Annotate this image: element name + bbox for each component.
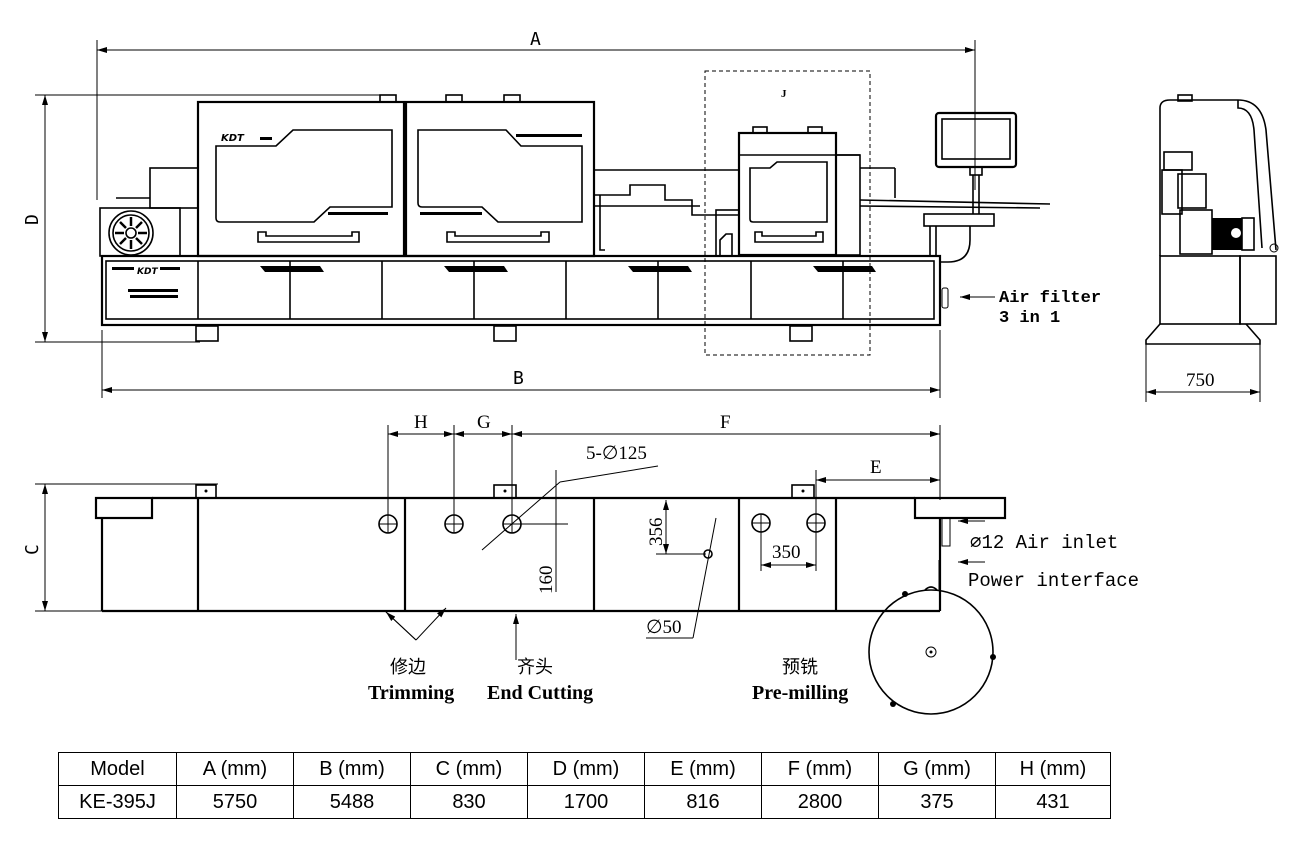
dimension-b: B	[101, 330, 941, 398]
dimension-a: A	[96, 29, 976, 200]
power-interface-label: Power interface	[968, 570, 1139, 592]
table-header-row: Model A (mm) B (mm) C (mm) D (mm) E (mm)…	[58, 752, 1111, 786]
table-header-cell: A (mm)	[176, 752, 294, 786]
table-cell-g: 375	[878, 785, 996, 819]
station-pre-milling-cn: 预铣	[782, 657, 818, 678]
station-pre-milling: 预铣 Pre-milling	[752, 657, 848, 704]
machine-base: KDT	[100, 254, 942, 342]
table-header-cell: D (mm)	[527, 752, 645, 786]
small-port-offset-label: 356	[646, 518, 667, 547]
table-cell-d: 1700	[527, 785, 645, 819]
edge-band-reel	[868, 560, 996, 715]
air-inlet-icon	[941, 517, 951, 547]
table-cell-a: 5750	[176, 785, 294, 819]
table-cell-b: 5488	[293, 785, 411, 819]
dimension-g-label: G	[477, 412, 491, 433]
housing-logo: KDT	[221, 133, 245, 144]
dimension-f-label: F	[720, 412, 731, 433]
station-trimming-cn: 修边	[390, 657, 426, 678]
dust-ports	[378, 470, 826, 571]
dust-port	[444, 514, 464, 534]
table-row: KE-395J 5750 5488 830 1700 816 2800 375 …	[58, 785, 1111, 819]
section-j-label: J	[781, 88, 787, 100]
port-offset-label: 160	[536, 566, 557, 595]
air-filter-icon	[941, 287, 949, 309]
table-cell-e: 816	[644, 785, 762, 819]
middle-section	[594, 169, 740, 251]
air-inlet-label: ∅12 Air inlet	[970, 532, 1118, 554]
motor-fan	[99, 167, 199, 257]
dimension-c-label: C	[22, 544, 43, 555]
dimension-e-label: E	[870, 457, 882, 478]
station-trimming: 修边 Trimming	[368, 657, 454, 704]
station-end-cutting-en: End Cutting	[487, 682, 593, 704]
dust-port	[378, 514, 398, 534]
spec-table: Model A (mm) B (mm) C (mm) D (mm) E (mm)…	[58, 752, 1111, 819]
table-header-cell: F (mm)	[761, 752, 879, 786]
dust-port	[751, 513, 771, 571]
station-pre-milling-en: Pre-milling	[752, 682, 848, 704]
guard-housing-1: KDT	[196, 94, 406, 258]
air-filter-label: Air filter	[999, 289, 1101, 308]
table-cell-model: KE-395J	[58, 785, 177, 819]
guard-housing-3	[715, 126, 861, 257]
feed-table	[859, 167, 1051, 263]
dimension-d-label: D	[22, 214, 43, 225]
table-header-cell: G (mm)	[878, 752, 996, 786]
port-spacing-label: 350	[772, 542, 801, 563]
dimension-c: C	[22, 483, 218, 612]
table-header-cell: B (mm)	[293, 752, 411, 786]
table-cell-f: 2800	[761, 785, 879, 819]
table-header-cell: Model	[58, 752, 177, 786]
dimension-h-label: H	[414, 412, 428, 433]
table-cell-c: 830	[410, 785, 528, 819]
air-filter-sublabel: 3 in 1	[999, 309, 1060, 328]
station-end-cutting: 齐头 End Cutting	[487, 657, 593, 704]
dimension-b-label: B	[513, 368, 524, 389]
section-j-outline	[704, 70, 871, 356]
air-filter: Air filter 3 in 1	[941, 287, 1101, 328]
side-width-label: 750	[1186, 370, 1215, 391]
top-view: C H	[22, 412, 1139, 715]
dimension-side-width: 750	[1145, 344, 1261, 402]
guard-housing-2	[404, 94, 596, 258]
brand-logo: KDT	[137, 267, 158, 277]
dimension-a-label: A	[530, 29, 541, 50]
table-header-cell: E (mm)	[644, 752, 762, 786]
table-header-cell: H (mm)	[995, 752, 1111, 786]
front-view: A D B	[22, 29, 1101, 398]
dimension-d: D	[22, 94, 385, 343]
table-header-cell: C (mm)	[410, 752, 528, 786]
table-cell-h: 431	[995, 785, 1111, 819]
station-trimming-en: Trimming	[368, 682, 454, 704]
dust-port-callout: 5-∅125	[586, 443, 647, 464]
side-view: 750	[1145, 94, 1279, 402]
touchscreen	[934, 111, 1018, 214]
station-end-cutting-cn: 齐头	[517, 657, 553, 678]
small-port-dia-label: ∅50	[646, 617, 682, 638]
dust-port	[806, 470, 826, 571]
